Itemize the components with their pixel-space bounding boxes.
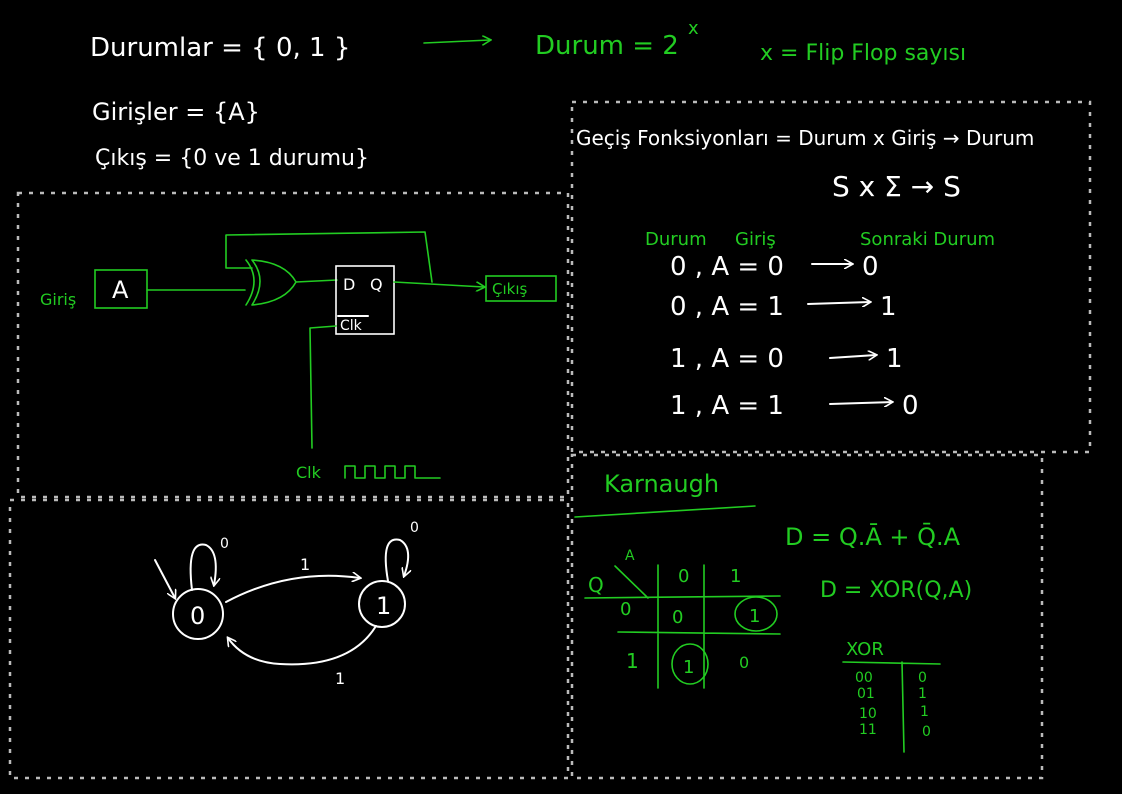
kmap-row-header: 0 bbox=[620, 599, 631, 620]
kmap-cell: 1 bbox=[683, 657, 694, 678]
circuit-input-label: Giriş bbox=[40, 290, 76, 309]
karnaugh-title: Karnaugh bbox=[604, 470, 719, 498]
xor-output-row: 0 bbox=[918, 670, 927, 686]
kmap-cell: 1 bbox=[749, 606, 760, 627]
transition-row: 1 , A = 0 1 bbox=[670, 344, 903, 374]
clock-waveform bbox=[344, 465, 441, 479]
circuit-panel-border bbox=[16, 191, 570, 499]
svg-text:0 , A = 1: 0 , A = 1 bbox=[670, 292, 784, 322]
self-loop-1-label: 0 bbox=[410, 520, 419, 536]
state-0-label: 0 bbox=[190, 602, 205, 630]
karnaugh-title-underline bbox=[574, 505, 756, 518]
equation-xor: D = XOR(Q,A) bbox=[820, 578, 972, 603]
state-diagram-panel-border bbox=[8, 498, 570, 780]
transition-panel-border bbox=[570, 100, 1092, 454]
state-1-label: 1 bbox=[376, 592, 391, 620]
edge-1-to-0 bbox=[228, 625, 377, 666]
output-box bbox=[485, 275, 557, 302]
col-input-header: Giriş bbox=[735, 229, 776, 250]
flipflop-note: x = Flip Flop sayısı bbox=[760, 41, 966, 66]
kmap-cell: 0 bbox=[739, 653, 749, 672]
svg-text:0 , A = 0: 0 , A = 0 bbox=[670, 252, 784, 282]
xor-input-row: 11 bbox=[859, 722, 877, 738]
kmap-group-circle bbox=[734, 596, 778, 632]
transition-row: 0 , A = 1 1 bbox=[670, 292, 897, 322]
svg-text:1 , A = 1: 1 , A = 1 bbox=[670, 391, 784, 421]
ff-d-label: D bbox=[343, 275, 355, 294]
svg-text:1: 1 bbox=[880, 292, 897, 322]
inputs-definition: Girişler = {A} bbox=[92, 98, 260, 126]
ff-clk-label: Clk bbox=[340, 318, 363, 334]
kmap-grid bbox=[584, 564, 781, 689]
svg-text:0: 0 bbox=[902, 391, 919, 421]
col-state-header: Durum bbox=[645, 229, 707, 250]
clock-wire bbox=[309, 325, 337, 449]
kmap-corner-diagonal bbox=[614, 565, 649, 599]
transition-row: 0 , A = 0 0 bbox=[670, 252, 879, 282]
self-loop-1 bbox=[384, 538, 408, 582]
edge-0-to-1 bbox=[225, 576, 360, 603]
equation-sop: D = Q.Ā + Q̄.A bbox=[785, 522, 961, 551]
karnaugh-panel-border bbox=[570, 453, 1044, 780]
state-count-formula: Durum = 2 bbox=[535, 31, 679, 61]
edge-0-to-1-label: 1 bbox=[300, 555, 310, 574]
svg-text:1 , A = 0: 1 , A = 0 bbox=[670, 344, 784, 374]
states-arrow bbox=[423, 40, 490, 43]
ff-output-wire bbox=[393, 281, 484, 287]
state-count-exponent: x bbox=[688, 18, 699, 39]
transition-formula: S x Σ → S bbox=[832, 170, 961, 203]
feedback-wire bbox=[225, 231, 433, 283]
svg-text:0: 0 bbox=[862, 252, 879, 282]
col-next-header: Sonraki Durum bbox=[860, 229, 995, 250]
xor-output-row: 0 bbox=[922, 724, 931, 740]
xor-table-title: XOR bbox=[846, 639, 884, 660]
svg-text:1: 1 bbox=[886, 344, 903, 374]
self-loop-0-label: 0 bbox=[220, 536, 229, 552]
xor-output-row: 1 bbox=[918, 686, 927, 702]
transition-title: Geçiş Fonksiyonları = Durum x Giriş → Du… bbox=[576, 126, 1034, 150]
state-node bbox=[358, 580, 406, 628]
d-flipflop bbox=[335, 265, 395, 335]
xor-input-row: 10 bbox=[859, 706, 877, 722]
start-arrow bbox=[154, 559, 175, 598]
edge-1-to-0-label: 1 bbox=[335, 669, 345, 688]
state-node bbox=[172, 588, 224, 640]
kmap-row-var: Q bbox=[588, 573, 604, 597]
kmap-col-header: 0 bbox=[678, 566, 689, 587]
xor-input-row: 00 bbox=[855, 670, 873, 686]
ff-q-label: Q bbox=[370, 275, 383, 294]
input-box bbox=[94, 269, 148, 309]
clock-label: Clk bbox=[296, 463, 322, 482]
self-loop-0 bbox=[189, 543, 216, 591]
kmap-cell: 0 bbox=[672, 607, 683, 628]
kmap-group-circle bbox=[671, 643, 709, 685]
output-definition: Çıkış = {0 ve 1 durumu} bbox=[95, 146, 369, 171]
xor-gate bbox=[245, 259, 297, 306]
transition-row: 1 , A = 1 0 bbox=[670, 391, 919, 421]
input-name: A bbox=[112, 276, 129, 304]
output-name: Çıkış bbox=[492, 280, 527, 298]
states-definition: Durumlar = { 0, 1 } bbox=[90, 33, 350, 63]
xor-output-row: 1 bbox=[920, 704, 929, 720]
xor-table-lines bbox=[842, 661, 941, 753]
kmap-col-header: 1 bbox=[730, 566, 741, 587]
kmap-col-var: A bbox=[625, 548, 635, 564]
kmap-row-header: 1 bbox=[626, 649, 639, 673]
xor-to-ff-wire bbox=[295, 279, 338, 283]
xor-input-row: 01 bbox=[857, 686, 875, 702]
